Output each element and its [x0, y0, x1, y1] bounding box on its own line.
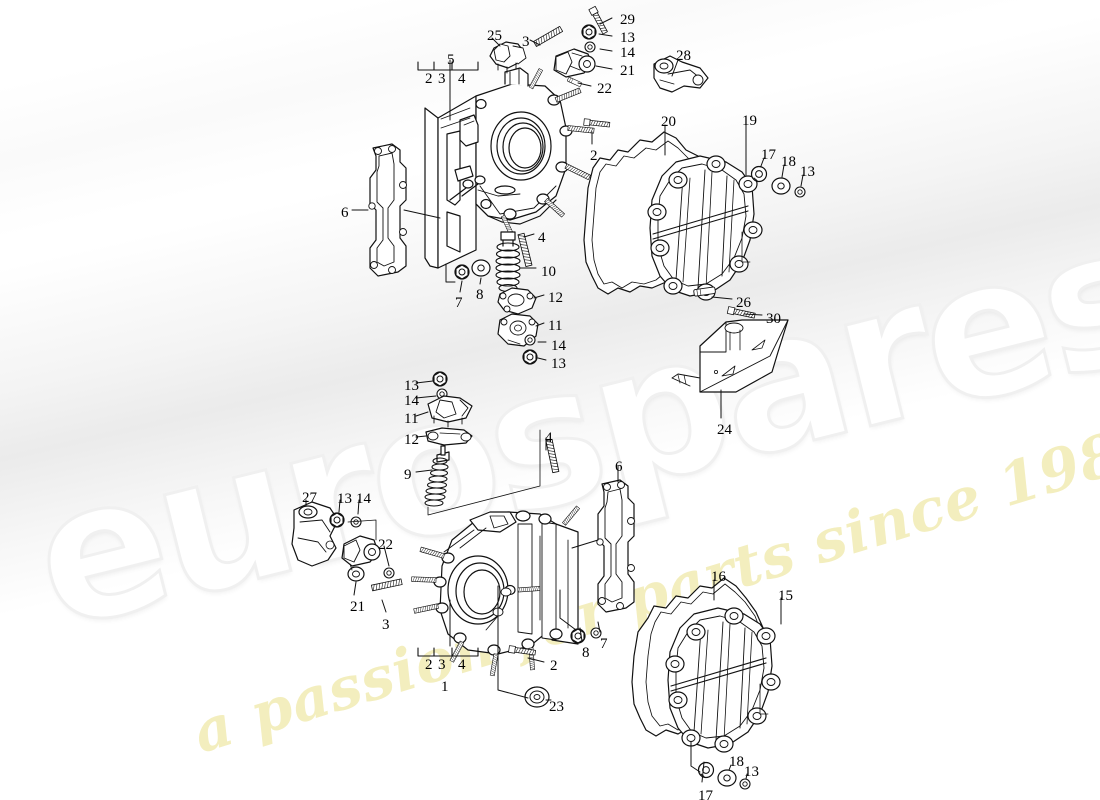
part-2-bolt-upper [583, 118, 611, 129]
part-11-rocker-left [427, 395, 473, 428]
callout-number-14[interactable]: 14 [404, 393, 419, 409]
callout-number-22[interactable]: 22 [378, 537, 393, 553]
part-17-bearing-upper [750, 165, 768, 183]
part-7-nut-upper [454, 264, 470, 280]
callout-number-7[interactable]: 7 [455, 295, 463, 311]
gasket-6-lower [596, 479, 635, 613]
callout-number-11[interactable]: 11 [404, 411, 419, 427]
cover-15 [665, 607, 781, 753]
part-3-stud-lower [370, 578, 403, 592]
callout-number-30[interactable]: 30 [766, 311, 781, 327]
callout-number-21[interactable]: 21 [620, 63, 635, 79]
part-9-spring-left [424, 445, 450, 507]
part-18-washer-lower [717, 769, 737, 787]
callout-number-10[interactable]: 10 [541, 264, 556, 280]
callout-number-27[interactable]: 27 [302, 490, 317, 506]
callout-number-4[interactable]: 4 [458, 657, 466, 673]
callout-number-17[interactable]: 17 [761, 147, 776, 163]
leader-lines [305, 17, 804, 783]
callout-number-8[interactable]: 8 [476, 287, 484, 303]
callout-number-3[interactable]: 3 [438, 657, 446, 673]
part-13-nut-bottom-right [739, 778, 751, 790]
callout-number-12[interactable]: 12 [548, 290, 563, 306]
callout-number-21[interactable]: 21 [350, 599, 365, 615]
part-13-nut-mid [522, 349, 538, 365]
callout-number-22[interactable]: 22 [597, 81, 612, 97]
lower-housing-body [411, 505, 580, 677]
part-14-washer-mid [524, 334, 536, 346]
callout-number-6[interactable]: 6 [615, 459, 623, 475]
callout-number-14[interactable]: 14 [620, 45, 635, 61]
callout-number-26[interactable]: 26 [736, 295, 751, 311]
callout-number-23[interactable]: 23 [549, 699, 564, 715]
group-brackets [417, 61, 479, 657]
callout-number-28[interactable]: 28 [676, 48, 691, 64]
callout-number-2[interactable]: 2 [425, 71, 433, 87]
callout-number-13[interactable]: 13 [337, 491, 352, 507]
callout-number-11[interactable]: 11 [548, 318, 563, 334]
callout-number-13[interactable]: 13 [404, 378, 419, 394]
callout-number-20[interactable]: 20 [661, 114, 676, 130]
callout-number-13[interactable]: 13 [744, 764, 759, 780]
callout-number-13[interactable]: 13 [620, 30, 635, 46]
part-22-bushing-lower [383, 567, 395, 579]
callout-number-14[interactable]: 14 [356, 491, 371, 507]
part-27-bracket [291, 501, 339, 567]
callout-number-16[interactable]: 16 [711, 569, 726, 585]
callout-number-8[interactable]: 8 [582, 645, 590, 661]
cover-19 [647, 155, 763, 301]
callout-number-2[interactable]: 2 [550, 658, 558, 674]
callout-number-3[interactable]: 3 [522, 34, 530, 50]
callout-number-12[interactable]: 12 [404, 432, 419, 448]
part-13-nut-left [432, 371, 448, 387]
callout-number-25[interactable]: 25 [487, 28, 502, 44]
part-21-coupling [553, 48, 596, 78]
callout-number-7[interactable]: 7 [600, 636, 608, 652]
part-10-spring [495, 231, 521, 293]
part-21-coupling-lower [341, 519, 381, 582]
part-13-nut-upper-right [794, 186, 806, 198]
callout-number-4[interactable]: 4 [538, 230, 546, 246]
callout-number-6[interactable]: 6 [341, 205, 349, 221]
part-13-nut-lower-left [329, 512, 345, 528]
callout-number-3[interactable]: 3 [438, 71, 446, 87]
callout-number-17[interactable]: 17 [698, 788, 713, 800]
callout-number-4[interactable]: 4 [545, 430, 553, 446]
callout-number-2[interactable]: 2 [590, 148, 598, 164]
callout-number-1[interactable]: 1 [441, 679, 449, 695]
part-28-bracket [653, 55, 709, 93]
callout-number-5[interactable]: 5 [447, 52, 455, 68]
part-8-washer-upper [471, 259, 491, 277]
callout-number-13[interactable]: 13 [800, 164, 815, 180]
part-25-lever [489, 41, 527, 74]
callout-number-18[interactable]: 18 [781, 154, 796, 170]
callout-number-9[interactable]: 9 [404, 467, 412, 483]
callout-number-3[interactable]: 3 [382, 617, 390, 633]
part-23-seal [524, 686, 550, 708]
part-22-bushing-top [566, 76, 583, 88]
callout-number-4[interactable]: 4 [458, 71, 466, 87]
part-18-washer-upper [771, 177, 791, 195]
callout-number-15[interactable]: 15 [778, 588, 793, 604]
part-8-nut-lower [570, 628, 586, 644]
gasket-6-upper [368, 143, 407, 277]
callout-number-18[interactable]: 18 [729, 754, 744, 770]
callout-number-24[interactable]: 24 [717, 422, 732, 438]
part-24-heat-shield [671, 319, 789, 393]
callout-number-2[interactable]: 2 [425, 657, 433, 673]
callout-number-29[interactable]: 29 [620, 12, 635, 28]
part-12-linkage-left [425, 427, 473, 446]
part-14-washer-top [584, 41, 596, 53]
callout-number-14[interactable]: 14 [551, 338, 566, 354]
callout-number-19[interactable]: 19 [742, 113, 757, 129]
callout-number-13[interactable]: 13 [551, 356, 566, 372]
part-17-bearing-lower [697, 761, 715, 779]
part-12-gasket-mid [497, 287, 537, 315]
part-13-nut-top [581, 24, 597, 40]
